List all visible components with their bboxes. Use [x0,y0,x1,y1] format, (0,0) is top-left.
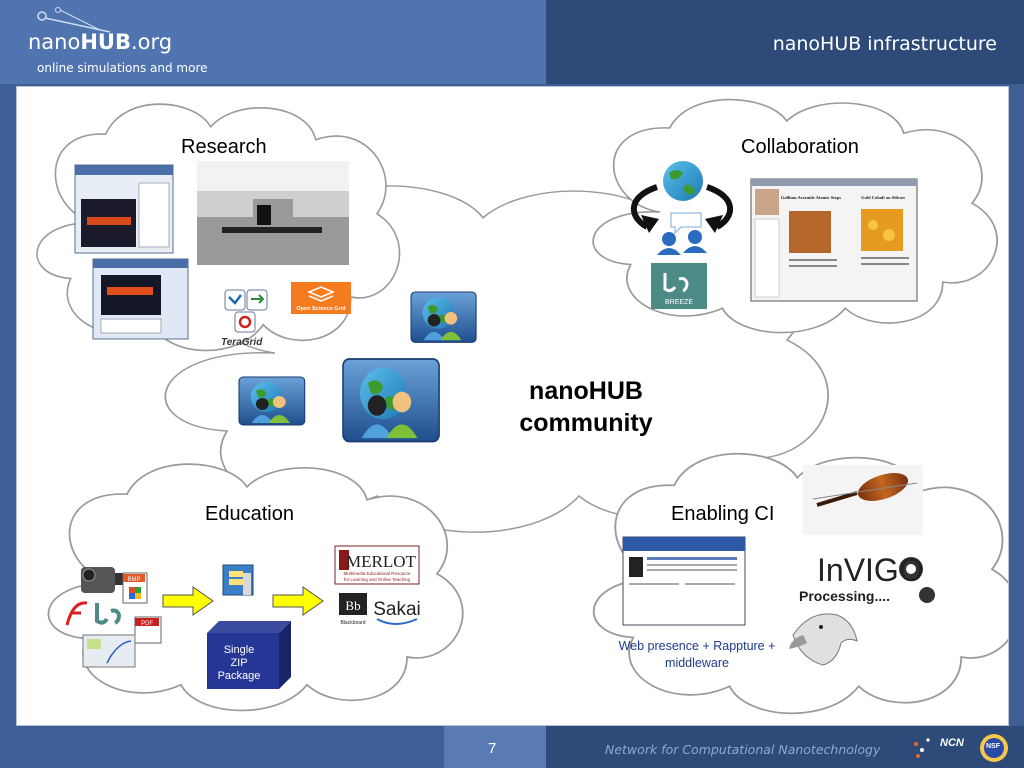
sakai-swoosh-icon [376,618,418,625]
arrow-to-package [162,586,214,616]
blackboard-label: Blackboard [340,620,365,626]
zip-label-line2: ZIP [230,657,248,669]
brand-wordmark: nanoHUB.org [28,30,173,54]
research-screenshot-1 [74,164,174,254]
blackboard-logo: Bb [339,593,367,615]
footer-page-band [444,726,546,768]
collaboration-document-screenshot [750,178,918,302]
research-micrograph-image [197,161,349,265]
teragrid-label: TeraGrid [221,337,263,348]
nsf-label: NSF [986,743,1000,750]
research-screenshot-2 [92,258,189,340]
header-left-band [0,0,546,84]
bmp-label: BMP [127,577,140,583]
invigo-label: InVIGO [817,552,924,588]
slide-title: nanoHUB infrastructure [772,33,997,55]
video-camera-icon [81,567,125,593]
breeze-label: BREEZE [665,299,693,306]
slide-header: nanoHUB.org online simulations and more … [0,0,1024,84]
zip-label-line1: Single [223,644,255,656]
pdf-file-icon [134,616,162,644]
merlot-label: MERLOT [346,552,417,571]
brand-tagline: online simulations and more [37,61,208,75]
invigo-logo [793,543,941,605]
flash-icon [65,601,88,626]
condor-bird-image [789,613,858,666]
doc-title-left: Gallium Arsenide Atomic Steps [781,195,841,200]
zip-label-line3: Package [217,670,261,682]
sakai-logo: Sakai [373,599,421,620]
center-label-line1: nanoHUB [529,377,643,405]
collaboration-globe-icon [663,161,703,201]
doc-title-right: Gold Cobalt on Silicon [861,195,905,200]
footer-right-band [546,726,1024,768]
content-panel: TeraGrid Open Science Grid [16,86,1009,726]
nanohub-logo-icon [37,7,111,33]
page-number: 7 [488,740,497,757]
footer-org-name: Network for Computational Nanotechnology [605,742,881,757]
header-right-band [546,0,1024,84]
teragrid-logo [224,289,268,333]
ncn-nsf-logo-icon [914,734,1008,762]
community-people-icon-2 [238,376,306,426]
center-label-line2: community [519,409,653,437]
merlot-sub1: Multimedia Educational Resource [343,571,411,576]
breeze-logo [651,263,707,309]
bmp-file-icon [122,572,148,604]
pdf-label: PDF [141,621,153,627]
simulation-tool-thumbnail [82,634,136,668]
exchange-arrows-icon [630,184,734,233]
slide-footer: 7 Network for Computational Nanotechnolo… [0,726,1024,768]
osg-logo [291,282,351,314]
nanohub-web-screenshot [622,536,746,626]
center-label: nanoHUB community [503,375,669,439]
violin-image [803,465,923,535]
arrow-to-lms [272,586,324,616]
web-note-line1: Web presence + Rappture + [618,639,776,653]
ncn-label: NCN [940,737,964,749]
label-enabling-ci: Enabling CI [671,503,775,525]
svg-text:Bb: Bb [345,598,360,613]
osg-label: Open Science Grid [296,306,345,312]
chat-users-icon [657,212,707,255]
merlot-sub2: for Learning and Online Teaching [344,577,411,582]
label-research: Research [181,136,267,158]
footer-left-band [0,726,444,768]
zip-package-icon [222,564,254,596]
web-note-line2: middleware [665,656,729,670]
merlot-logo [334,545,420,585]
processing-label: Processing.... [799,588,890,604]
community-diagram: TeraGrid Open Science Grid [36,98,1008,715]
community-people-icon-3 [342,358,440,443]
label-education: Education [205,503,294,525]
community-people-icon-1 [410,291,477,343]
web-presence-note: Web presence + Rappture + middleware [605,638,789,672]
label-collaboration: Collaboration [741,136,859,158]
zip-package-label: Single ZIP Package [213,644,265,683]
single-zip-package-box [207,621,291,689]
breeze-small-icon [95,603,122,625]
